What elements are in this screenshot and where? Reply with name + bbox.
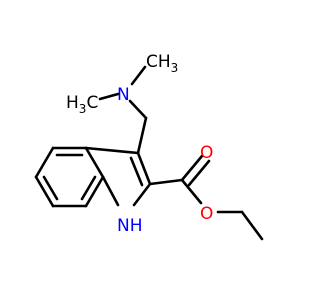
bond-pyrrole-c3a-c3 xyxy=(84,146,140,155)
bond-c3-ch2 xyxy=(136,116,148,155)
label-h3c-left-subscript: 3 xyxy=(79,102,87,116)
bond-carbonyl-c-ester-o xyxy=(180,178,203,205)
bond-benzene-inner-2 xyxy=(42,175,59,201)
bond-pyrrole-c3-c2 xyxy=(136,151,152,186)
bond-benzene-c7a-c3a xyxy=(84,146,105,179)
bond-carbonyl-c-o xyxy=(180,154,204,182)
bond-benzene-c5-c6 xyxy=(34,175,55,208)
label-h3c-left: H3C xyxy=(66,93,98,116)
bond-pyrrole-c2-c3-double xyxy=(129,156,144,187)
bond-benzene-inner-3 xyxy=(80,175,97,201)
bond-n-ch3-left xyxy=(98,92,120,101)
molecule-drawing: CH3 H3C N O O NH xyxy=(34,52,264,241)
bond-carbonyl-c-o-double xyxy=(187,159,211,187)
bond-pyrrole-c2-n1 xyxy=(132,182,152,207)
bond-n-ch3-top xyxy=(130,65,147,86)
bond-benzene-c7-c7a xyxy=(84,175,105,208)
bond-pyrrole-n1-c7a xyxy=(101,175,120,207)
structure-diagram: CH3 H3C N O O NH xyxy=(34,52,264,241)
bond-benzene-c4-c5 xyxy=(34,146,55,179)
label-ester-o: O xyxy=(200,204,213,224)
bond-ch2-ch3 xyxy=(240,210,264,241)
label-ch3-top-subscript: 3 xyxy=(171,61,179,75)
bond-c2-carbonyl-c xyxy=(148,178,184,186)
label-carbonyl-o: O xyxy=(200,143,213,163)
label-ch3-top: CH3 xyxy=(146,52,178,75)
label-nh: NH xyxy=(117,216,143,236)
label-amine-n: N xyxy=(117,85,130,105)
bond-ch2-n xyxy=(128,99,148,120)
